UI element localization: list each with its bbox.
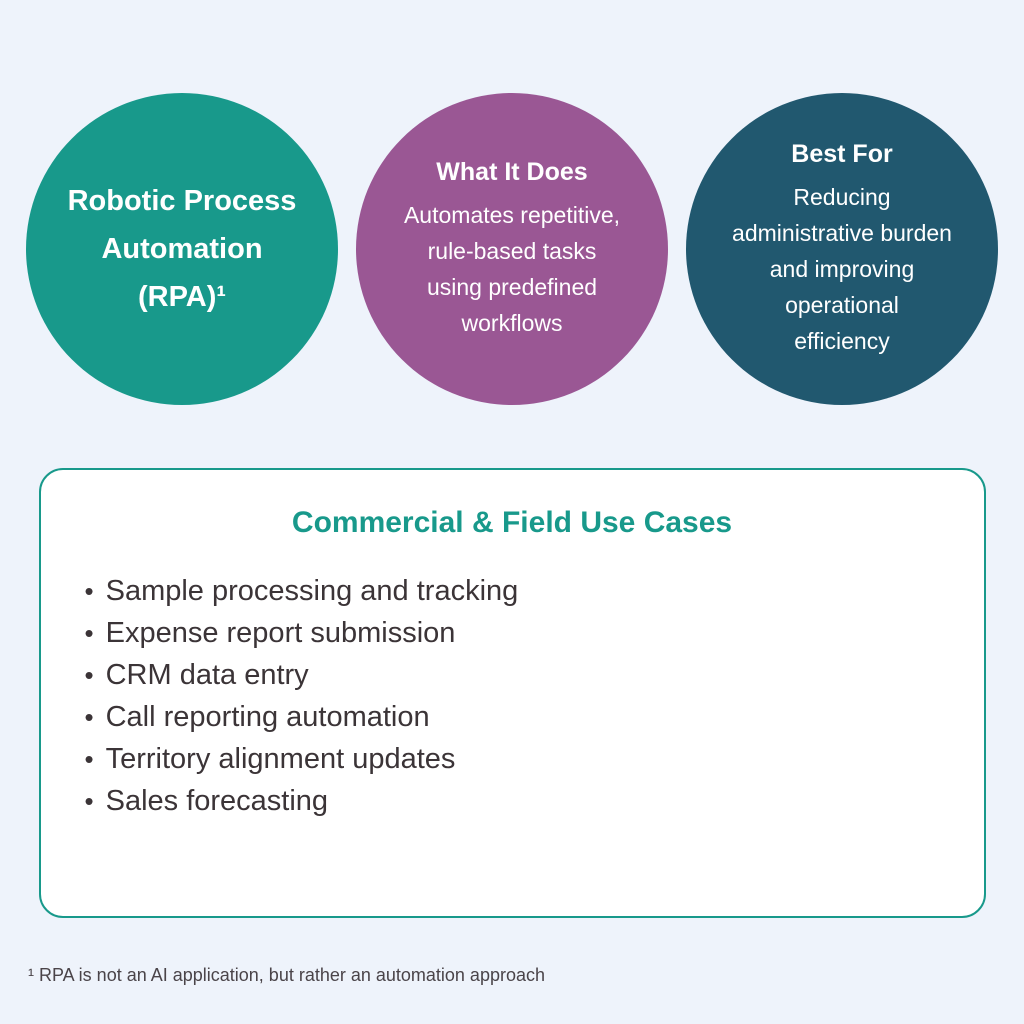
list-item: CRM data entry [85,654,954,696]
circle-what-it-does-heading: What It Does [436,158,588,186]
list-item: Territory alignment updates [85,738,954,780]
list-item: Sales forecasting [85,780,954,822]
circle-best-for-heading: Best For [791,140,893,168]
list-item: Call reporting automation [85,696,954,738]
use-cases-card: Commercial & Field Use Cases Sample proc… [38,468,986,918]
list-item: Sample processing and tracking [85,570,954,612]
list-item: Expense report submission [85,612,954,654]
circle-what-it-does-body: Automates repetitive, rule-based tasks u… [403,202,621,336]
circle-what-it-does: What It Does Automates repetitive, rule-… [356,93,668,405]
circle-rpa-title: Robotic Process Automation (RPA)¹ [67,185,297,313]
use-cases-card-title: Commercial & Field Use Cases [291,506,733,539]
circle-rpa: Robotic Process Automation (RPA)¹ [26,93,338,405]
footnote: ¹ RPA is not an AI application, but rath… [28,965,545,985]
circle-best-for: Best For Reducing administrative burden … [686,93,998,405]
use-case-list: Sample processing and tracking Expense r… [85,570,954,822]
circle-best-for-body: Reducing administrative burden and impro… [732,184,952,354]
circles-row: Robotic Process Automation (RPA)¹ What I… [0,0,1024,405]
